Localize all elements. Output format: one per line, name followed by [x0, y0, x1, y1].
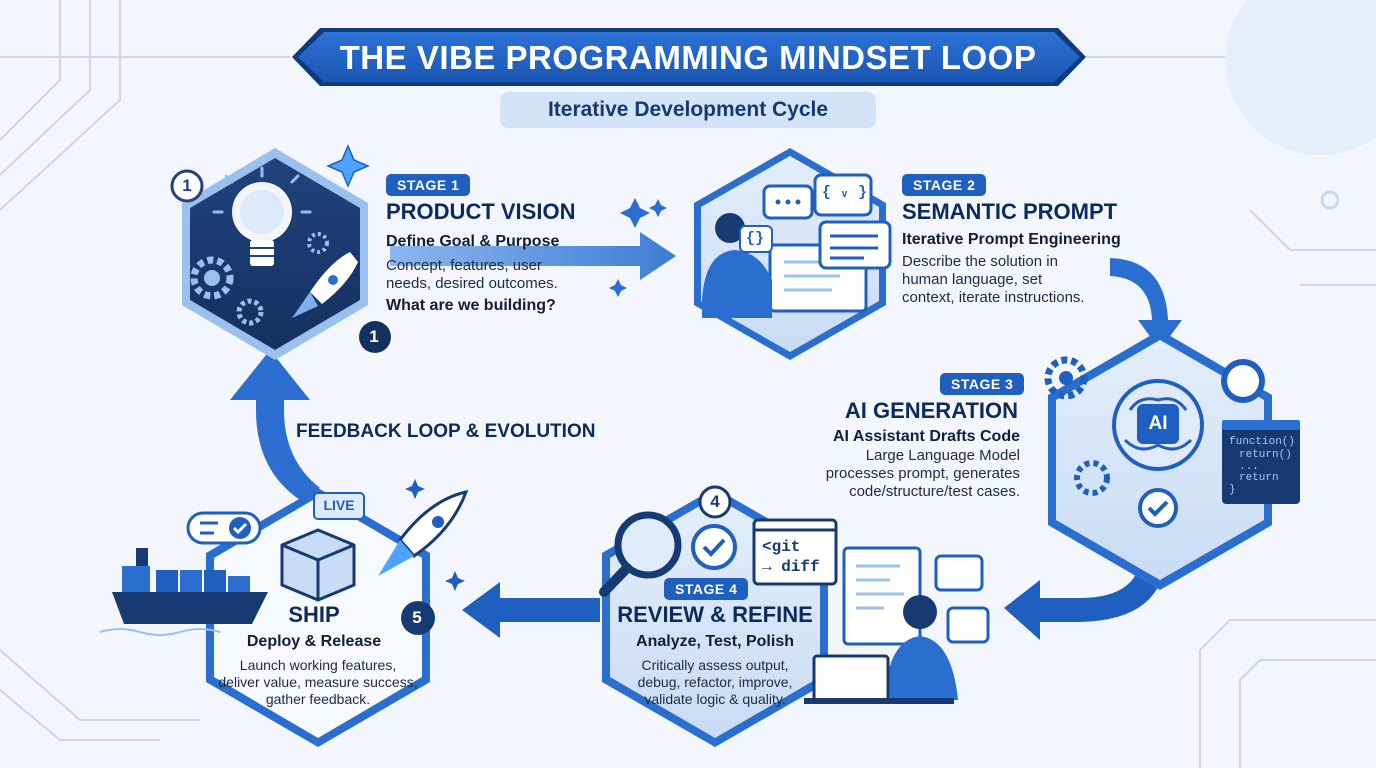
stage-4-badge: STAGE 4 [664, 578, 749, 600]
feedback-loop-label: FEEDBACK LOOP & EVOLUTION [296, 421, 596, 442]
ai-chip-label: AI [1148, 413, 1168, 434]
stage-3-title: AI GENERATION [844, 398, 1018, 423]
flow-arrow-3-to-4 [1004, 548, 1167, 640]
stage-3-badge: STAGE 3 [940, 373, 1025, 395]
stage-4-number-label: 4 [710, 492, 720, 511]
stage-1-number-label: 1 [369, 327, 379, 346]
code-braces-label: {} [746, 230, 765, 247]
stage-5-title: SHIP [288, 602, 340, 627]
stage-1-subtitle: Define Goal & Purpose [386, 233, 560, 250]
stage-5-desc-line-2: deliver value, measure success, [218, 674, 418, 690]
stage-4-number-circle [698, 485, 732, 519]
code-line-4: return [1239, 472, 1279, 484]
flow-arrow-1-to-2 [390, 198, 676, 297]
stage-1-title: PRODUCT VISION [386, 199, 576, 224]
stage-4-desc-line-2: debug, refactor, improve, [637, 674, 793, 690]
stage-4-hexagon [599, 488, 990, 747]
stage-1-hexagon [182, 144, 370, 360]
stage-2-hexagon [694, 148, 892, 360]
stage-3-hexagon [1044, 330, 1300, 590]
background-circle [1225, 0, 1376, 155]
code-line-1: function() [1229, 436, 1296, 448]
stage-5-desc-line-1: Launch working features, [239, 657, 397, 673]
code-line-2: return() [1239, 449, 1292, 461]
page-subtitle: Iterative Development Cycle [547, 98, 829, 121]
stage-5-number-label: 5 [412, 608, 422, 627]
stage-5-hexagon [206, 479, 469, 747]
stage-1-question: What are we building? [386, 297, 556, 314]
git-line-2: → diff [762, 558, 820, 576]
stage-1-desc-line-1: Concept, features, user [386, 257, 542, 274]
stage-1-desc-line-2: needs, desired outcomes. [386, 275, 558, 292]
code-badge-label: { ᵥ } [822, 184, 868, 201]
stage-2-subtitle: Iterative Prompt Engineering [902, 231, 1121, 248]
stage-5-number-badge [401, 601, 435, 635]
stage-1-badge: STAGE 1 [386, 174, 471, 196]
page-title: THE VIBE PROGRAMMING MINDSET LOOP [339, 39, 1037, 76]
stage-2-desc-line-2: human language, set [902, 271, 1043, 288]
stage-4-title: REVIEW & REFINE [617, 602, 813, 627]
stage-4-desc-line-1: Critically assess output, [641, 657, 789, 673]
stage-1-number-top [170, 169, 204, 203]
stage-2-title: SEMANTIC PROMPT [902, 199, 1118, 224]
stage-1-number-top-label: 1 [182, 176, 192, 195]
flow-arrow-4-to-5 [462, 582, 600, 638]
toggle-check-icon [186, 511, 262, 545]
stage-3-desc-line-1: Large Language Model [865, 447, 1020, 464]
git-line-1: <git [762, 538, 801, 556]
title-banner [292, 28, 1086, 128]
stage-2-badge: STAGE 2 [902, 174, 987, 196]
code-line-3: ... [1239, 461, 1259, 473]
stage-2-desc-line-1: Describe the solution in [902, 253, 1058, 270]
flow-arrow-2-to-3 [1110, 258, 1182, 350]
stage-5-desc-line-3: gather feedback. [265, 691, 371, 707]
flow-arrow-5-to-1 [230, 350, 320, 500]
stage-1-number-badge [359, 321, 391, 353]
stage-4-desc-line-3: validate logic & quality. [644, 691, 786, 707]
code-line-5: } [1229, 484, 1236, 496]
stage-3-subtitle: AI Assistant Drafts Code [833, 428, 1020, 445]
live-tag-label: LIVE [323, 497, 355, 513]
stage-3-desc-line-3: code/structure/test cases. [849, 483, 1020, 500]
stage-2-desc-line-3: context, iterate instructions. [902, 289, 1085, 306]
stage-3-desc-line-2: processes prompt, generates [825, 465, 1020, 482]
cargo-ship-icon [99, 548, 268, 636]
stage-4-subtitle: Analyze, Test, Polish [636, 633, 794, 650]
stage-5-subtitle: Deploy & Release [246, 633, 382, 650]
